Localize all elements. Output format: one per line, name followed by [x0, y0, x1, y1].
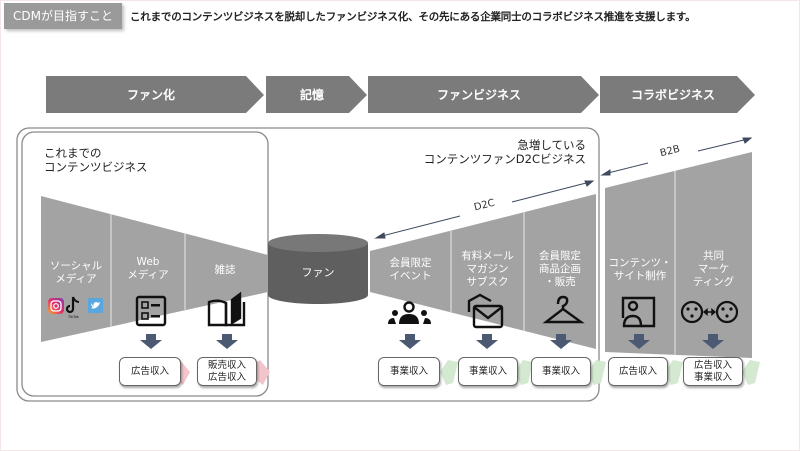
tiktok-icon: TikTok — [65, 296, 80, 319]
channel-content-site: コンテンツ・サイト制作 — [608, 257, 672, 282]
stage-label-collab: コラボビジネス — [630, 88, 715, 102]
revenue-box-event: 事業収入 — [378, 357, 440, 386]
d2c-axis-arrow — [374, 180, 595, 239]
down-arrow — [216, 334, 238, 349]
down-arrow — [140, 334, 162, 349]
profile-screen-icon — [621, 296, 656, 328]
channel-member-event: 会員限定イベント — [389, 257, 432, 282]
stage-chevron-fan-business — [368, 76, 599, 113]
d2c-title: 急増している コンテンツファンD2Cビジネス — [423, 138, 586, 166]
d2c-outer-box — [16, 127, 600, 402]
channel-co-marketing: 共同マーケティング — [692, 250, 735, 288]
stage-label-memory: 記憶 — [299, 88, 324, 102]
revenue-box-web: 広告収入 — [119, 357, 181, 386]
down-arrow — [399, 334, 421, 349]
twitter-icon — [88, 298, 103, 313]
new-flow-arrow — [742, 360, 760, 385]
people-group-icon — [388, 301, 431, 324]
mail-subscription-icon — [467, 293, 504, 329]
hanger-icon — [542, 295, 585, 324]
open-book-icon — [207, 291, 246, 327]
stage-chevron-fan — [46, 76, 264, 113]
revenue-box-products: 事業収入 — [531, 357, 591, 386]
header-badge: CDMが目指すこと — [4, 3, 122, 29]
new-flow-arrow — [665, 360, 683, 385]
new-flow-arrow — [440, 360, 458, 385]
fan-hub-cylinder — [268, 234, 368, 304]
stage-chevron-collab — [600, 76, 755, 113]
revenue-box-content-site: 広告収入 — [608, 357, 668, 386]
channel-paid-newsletter: 有料メールマガジンサブスク — [461, 250, 514, 288]
header-tagline: これまでのコンテンツビジネスを脱却したファンビジネス化、その先にある企業同士のコ… — [130, 11, 696, 23]
down-arrow — [702, 334, 724, 349]
b2b-axis-arrow — [600, 137, 753, 176]
channel-magazine: 雑誌 — [214, 264, 236, 276]
stage-label-fan: ファン化 — [126, 88, 175, 102]
stage-label-fan-business: ファンビジネス — [436, 88, 521, 102]
tiktok-caption: TikTok — [67, 315, 80, 319]
new-flow-arrow — [515, 360, 533, 385]
instagram-icon — [48, 298, 64, 314]
b2b-funnel — [605, 152, 752, 358]
channel-member-products: 会員限定商品企画・販売 — [539, 250, 581, 288]
stage-chevron-memory — [266, 76, 367, 113]
down-arrow — [476, 334, 498, 349]
revenue-box-magazine: 販売収入広告収入 — [197, 357, 257, 386]
collaboration-icon — [680, 300, 739, 324]
revenue-box-co-marketing: 広告収入事業収入 — [683, 357, 743, 386]
d2c-funnel — [370, 194, 596, 349]
revenue-box-newsletter: 事業収入 — [458, 357, 518, 386]
channel-social-media: ソーシャルメディア — [49, 260, 103, 285]
legacy-title: これまでの コンテンツビジネス — [44, 146, 148, 174]
web-layout-icon — [135, 295, 167, 327]
down-arrow — [628, 334, 650, 349]
new-flow-arrow — [588, 360, 606, 385]
down-arrow — [550, 334, 572, 349]
hub-label: ファン — [301, 266, 335, 279]
